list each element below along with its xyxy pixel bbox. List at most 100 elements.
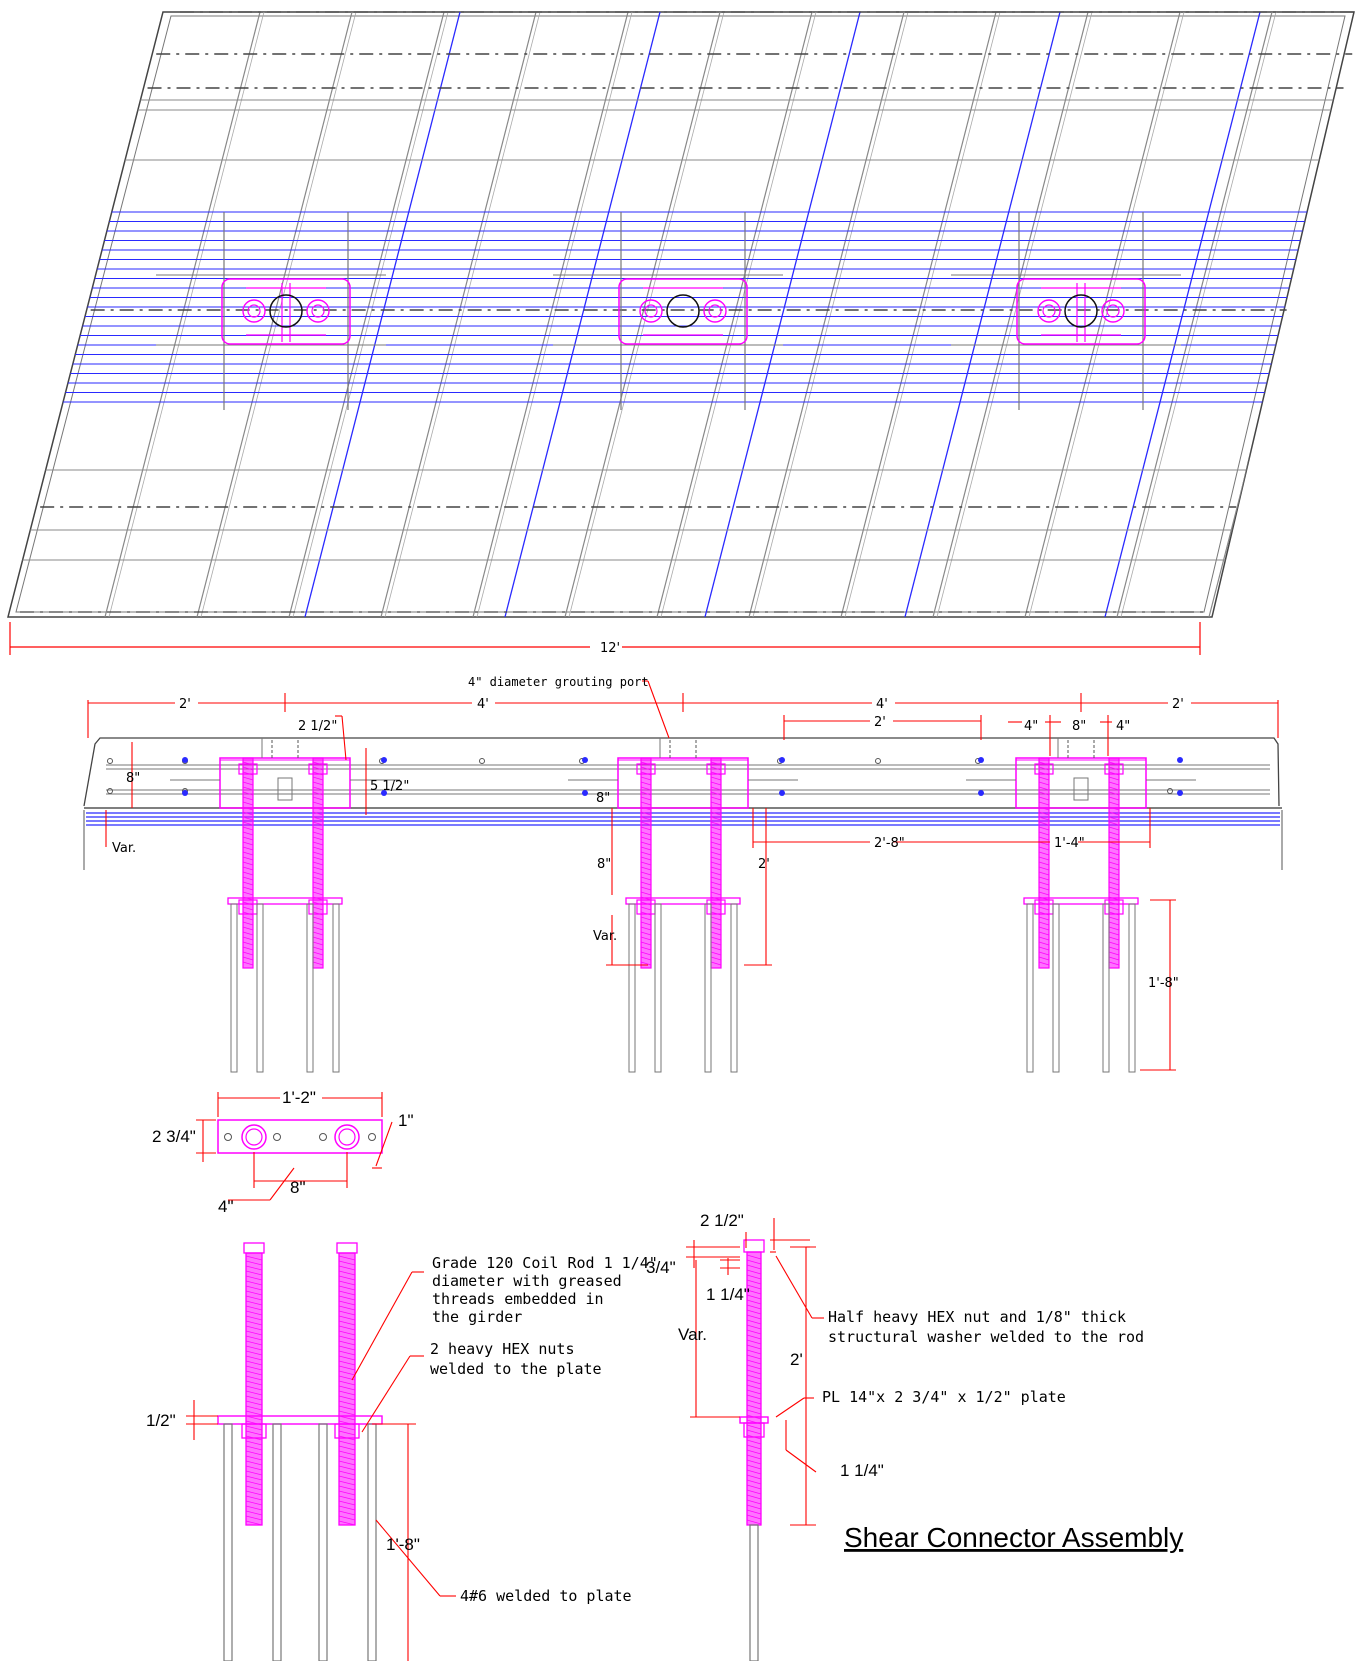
rod-thread	[746, 1479, 762, 1485]
rod-thread	[746, 1369, 762, 1375]
dim-d2: 2 3/4"	[152, 1127, 196, 1146]
rod-thread	[242, 796, 254, 801]
rod-thread	[338, 1380, 356, 1386]
rod-thread	[1038, 881, 1050, 886]
rod-thread	[338, 1475, 356, 1481]
rod-thread	[640, 941, 652, 946]
coil-rod	[1038, 757, 1050, 969]
transverse-bar	[936, 12, 1093, 617]
rod-thread	[710, 826, 722, 831]
section-connector	[170, 738, 400, 1073]
rod-thread	[242, 886, 254, 891]
rod-nut-bottom	[1104, 899, 1124, 915]
rod-thread	[245, 1375, 263, 1381]
plan-connectors	[156, 212, 1181, 410]
rod-thread	[640, 791, 652, 796]
rod-thread	[1108, 941, 1120, 946]
rod-thread	[242, 956, 254, 961]
rod-thread	[746, 1484, 762, 1490]
transverse-bar	[748, 12, 905, 617]
rod-thread	[640, 846, 652, 851]
rod-thread	[746, 1474, 762, 1480]
rod-thread	[746, 1454, 762, 1460]
rod-thread	[1108, 866, 1120, 871]
rod-thread	[710, 861, 722, 866]
rod-thread	[640, 836, 652, 841]
anchor-bar	[367, 1423, 377, 1661]
dim-c5: Var.	[112, 841, 136, 856]
rod-thread	[338, 1425, 356, 1431]
rod-thread	[1108, 936, 1120, 941]
blue-dot	[978, 790, 984, 796]
rod-thread	[640, 826, 652, 831]
grout-port-circle	[1064, 294, 1098, 328]
rod-circle	[247, 304, 261, 318]
rod-thread	[640, 781, 652, 786]
rod-thread	[312, 796, 324, 801]
rod-thread	[242, 856, 254, 861]
rod-thread	[1108, 766, 1120, 771]
rod-thread	[1108, 801, 1120, 806]
rod-thread	[245, 1450, 263, 1456]
dim-plate-thickness: 1/2"	[146, 1411, 176, 1430]
section-connector	[966, 738, 1196, 1073]
rod-thread	[746, 1519, 762, 1525]
rod-thread	[245, 1445, 263, 1451]
rod-thread	[245, 1405, 263, 1411]
rod-thread	[312, 791, 324, 796]
rod-thread	[245, 1515, 263, 1521]
rod-thread	[710, 886, 722, 891]
anchor-bar	[1052, 903, 1060, 1073]
dim-c4: 8"	[596, 791, 610, 806]
transverse-bar	[1300, 12, 1354, 617]
section-rebar-dots	[107, 757, 1183, 796]
rod-thread	[640, 831, 652, 836]
slab-inner-outline	[15, 15, 1346, 613]
dim-d3: 1"	[398, 1111, 414, 1130]
rod-thread	[1038, 776, 1050, 781]
rod-thread	[710, 781, 722, 786]
rod-thread	[338, 1365, 356, 1371]
rod-thread	[640, 866, 652, 871]
rod-thread	[245, 1285, 263, 1291]
connector-hook	[277, 777, 293, 801]
dim-c10: 2'	[758, 857, 770, 872]
rod-thread	[338, 1390, 356, 1396]
rod-thread	[640, 856, 652, 861]
dim-e2: 3/4"	[646, 1258, 676, 1277]
transverse-bar	[932, 12, 1089, 617]
bearing-plate	[217, 1415, 383, 1425]
transverse-bar	[1028, 12, 1185, 617]
grout-port-circle	[666, 294, 700, 328]
blue-dot	[381, 790, 387, 796]
rod-thread	[1038, 766, 1050, 771]
rod-thread	[245, 1460, 263, 1466]
rod-thread	[1038, 806, 1050, 811]
dim-c1: 2 1/2"	[298, 719, 337, 734]
rod-thread	[640, 946, 652, 951]
rod-thread	[338, 1505, 356, 1511]
rod-thread	[242, 866, 254, 871]
half-hex-nut	[743, 1239, 765, 1253]
rod-thread	[338, 1515, 356, 1521]
rod-nut	[1104, 763, 1124, 775]
rod-thread	[1038, 946, 1050, 951]
rod-thread	[338, 1305, 356, 1311]
dim-a1: 2'	[179, 697, 191, 712]
anchor-bar	[1102, 903, 1110, 1073]
rod-thread	[242, 836, 254, 841]
dim-c9: Var.	[593, 929, 617, 944]
coil-rod	[1108, 757, 1120, 969]
rod-thread	[1108, 831, 1120, 836]
rod-thread	[242, 861, 254, 866]
rod-thread	[312, 941, 324, 946]
section-top-dimensions	[87, 680, 1279, 1071]
rod-thread	[746, 1274, 762, 1280]
grout-port-circle	[269, 294, 303, 328]
blue-transverse-bar	[1304, 12, 1354, 617]
anchor-bar	[654, 903, 662, 1073]
rod-thread	[338, 1270, 356, 1276]
rod-thread	[245, 1300, 263, 1306]
rod-thread	[338, 1255, 356, 1261]
rod-thread	[1038, 951, 1050, 956]
